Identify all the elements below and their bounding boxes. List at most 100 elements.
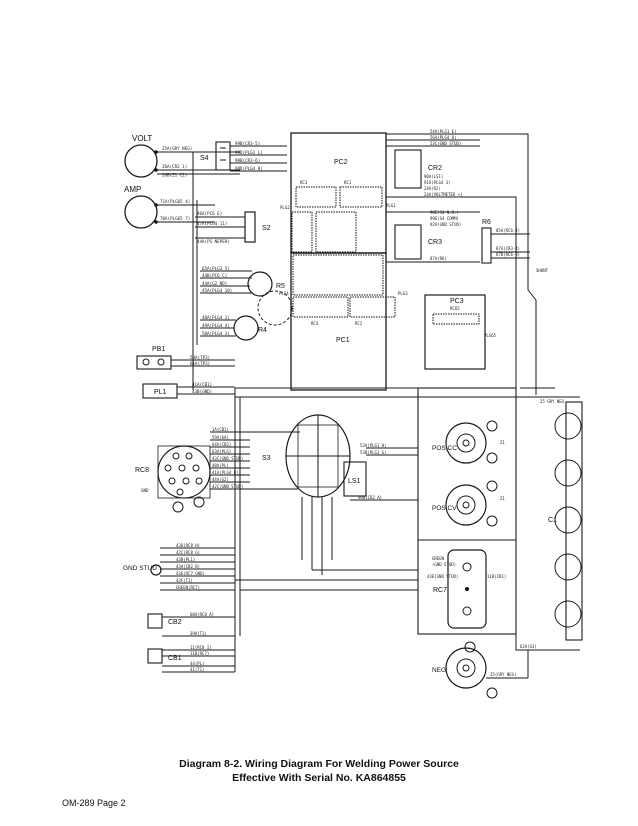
pc2-board: PC2 RC3 RC1 PLG2 PLG1 bbox=[280, 132, 396, 254]
wire-label: 46A(PC6 E) bbox=[197, 211, 222, 216]
r4-label: R4 bbox=[258, 327, 267, 334]
wire-label: 42C(RC8 G) bbox=[176, 550, 200, 555]
wire-label: 49A(PLG4 4) bbox=[202, 323, 230, 328]
wire-label: 62A(G3) bbox=[520, 644, 537, 649]
wire-label: 50A(PLG4 3) bbox=[202, 331, 230, 336]
socket-label: RC2 bbox=[355, 321, 363, 326]
plug-label: PLG3 bbox=[398, 291, 408, 296]
caption-line-2: Effective With Serial No. KA864855 bbox=[232, 772, 406, 784]
r5-resistor: R5 65A(PLG3 5) 44B(PC6 C) 44A(G2 NO) 45A… bbox=[200, 266, 285, 297]
wire-label: 99B(CR3-5) bbox=[235, 141, 260, 146]
pos-cc-terminal: POS CC Z1 bbox=[432, 420, 505, 464]
wire-label: 1A(CB1) bbox=[212, 427, 229, 432]
pb1-pushbutton: PB1 58A(TP3) 61A(TP3) bbox=[136, 346, 235, 370]
wire-label: 58A(TP3) bbox=[190, 355, 210, 360]
wire-label: 47A(PLG4 11) bbox=[197, 221, 227, 226]
pos-cv-label: POS CV bbox=[432, 505, 457, 512]
neg-terminal: NEG 25(GRY NEG) bbox=[432, 634, 529, 699]
plug-label: PLG4 bbox=[279, 291, 289, 296]
wire-label: 11(RC8 I) bbox=[190, 645, 212, 650]
ls1-label: LS1 bbox=[348, 478, 361, 485]
s2-label: S2 bbox=[262, 225, 271, 232]
wire-label: 25 GRY NEG bbox=[540, 399, 565, 404]
wire-label: 71A(PLG65 4) bbox=[160, 199, 190, 204]
wire-label: 44B(PC6 C) bbox=[202, 273, 227, 278]
wire-label: 99D(PLG1 L) bbox=[235, 150, 263, 155]
wire-label: 98B(CR3-6) bbox=[235, 158, 260, 163]
wire-label: 25A(GRY NEG) bbox=[162, 146, 192, 151]
rc8-label: RC8 bbox=[135, 467, 149, 474]
wire-label: 54A(PLG1 E) bbox=[430, 129, 457, 134]
rc7-label: RC7 bbox=[433, 587, 447, 594]
diagram-caption: Diagram 8-2. Wiring Diagram For Welding … bbox=[0, 757, 638, 785]
wire-label: 87B(RC6-D) bbox=[496, 252, 520, 257]
wire-label: 43B(GND) bbox=[192, 389, 212, 394]
wire-label: 70A(PLG65 7) bbox=[160, 216, 190, 221]
caption-line-1: Diagram 8-2. Wiring Diagram For Welding … bbox=[179, 758, 459, 770]
wire-label: 48A(PL) bbox=[212, 463, 229, 468]
z-label: Z1 bbox=[500, 496, 505, 501]
wire-label: 43A(CB2 B) bbox=[176, 564, 200, 569]
amp-meter: AMP 71A(PLG65 4) 70A(PLG65 7) bbox=[124, 185, 215, 229]
pc1-board: PC1 RC4 RC2 PLG4 PLG3 bbox=[279, 252, 408, 391]
s3-switch: S3 bbox=[250, 414, 351, 498]
r5-label: R5 bbox=[276, 283, 285, 290]
shunt-label: SHUNT bbox=[536, 268, 549, 273]
rc8-connector: RC8 GND 1A(CB1) 59A(6A) 64A(CB2) 63A(PLG… bbox=[135, 427, 250, 513]
cb2-breaker: CB2 60A(RC8 A) 39A(T1) bbox=[147, 612, 235, 637]
r6-resistor: R6 85A(RC6-J) 87A(CR3-4) 87B(RC6-D) SHUN… bbox=[481, 219, 549, 273]
cr2-relay: CR2 54A(PLG1 E) 56A(PLG4 8) 53C(GND STUD… bbox=[386, 129, 480, 198]
gnd-stud-label: GND STUD bbox=[123, 565, 157, 572]
z-label: Z1 bbox=[500, 440, 505, 445]
s3-label: S3 bbox=[262, 455, 271, 462]
plug-label: PLG1 bbox=[386, 203, 396, 208]
wire-label: 26B(Z1 C2) bbox=[162, 173, 187, 178]
wire-label: 90A(LS1) bbox=[424, 174, 443, 179]
wire-label: 43B(PL1) bbox=[176, 557, 195, 562]
s4-label: S4 bbox=[200, 155, 209, 162]
pc3-board: PC3 RC65 PLG65 bbox=[424, 294, 497, 370]
wire-label: (GND STUD) bbox=[432, 562, 456, 567]
wire-label: 41(T1) bbox=[190, 667, 204, 672]
wire-label: 24A(VOLTMETER +) bbox=[424, 192, 463, 197]
wire-label: 25(GRY NEG) bbox=[490, 672, 517, 677]
pb1-label: PB1 bbox=[152, 346, 165, 353]
r4-resistor: R4 48A(PLG4 1) 49A(PLG4 4) 50A(PLG4 3) bbox=[200, 315, 267, 341]
wire-label: 43F(T1) bbox=[176, 578, 193, 583]
wire-label: 44A(PS NEPER) bbox=[197, 239, 230, 244]
pos-cc-label: POS CC bbox=[432, 445, 457, 452]
r6-label: R6 bbox=[482, 219, 491, 226]
c1-capacitor-bank: C1 62A(G3) bbox=[516, 396, 583, 651]
wire-label: 11B(CB1) bbox=[487, 574, 506, 579]
wire-label: 64A(CB2) bbox=[212, 442, 231, 447]
cb1-label: CB1 bbox=[168, 655, 182, 662]
wire-label: 91A(PLG4 3) bbox=[424, 180, 451, 185]
wire-label: 11B(RC7) bbox=[190, 651, 209, 656]
plug-label: PLG2 bbox=[280, 205, 290, 210]
wire-label: 53A(PLG1 H) bbox=[360, 443, 387, 448]
c1-label: C1 bbox=[548, 517, 557, 524]
wire-label: 43D(RC8 H) bbox=[176, 543, 200, 548]
wire-label: 44A(G2 NO) bbox=[202, 281, 227, 286]
plug-label: PLG65 bbox=[484, 333, 497, 338]
wire-label: 24A(R2) bbox=[424, 186, 441, 191]
wire-label: 60A(RC8 A) bbox=[190, 612, 214, 617]
wire-label: 43C(GND STUD) bbox=[212, 456, 243, 461]
wire-label: 43E(RC7 GND) bbox=[176, 571, 205, 576]
cr3-relay: CR3 98E(S4 N.O.) 99E(S4 COMM) 92A(GND ST… bbox=[386, 210, 480, 263]
socket-label: RC3 bbox=[300, 180, 308, 185]
wire-label: 87A(CR3-4) bbox=[496, 246, 520, 251]
volt-label: VOLT bbox=[132, 134, 152, 143]
wire-label: 44A(G2) bbox=[212, 477, 229, 482]
page-footer: OM-289 Page 2 bbox=[62, 798, 126, 808]
wire-label: 39A(T1) bbox=[190, 631, 207, 636]
pl1-pilot-light: PL1 41A(CB1) 43B(GND) bbox=[142, 382, 235, 399]
cb1-breaker: CB1 11(RC8 I) 11B(RC7) 44(PL) 41(T1) bbox=[147, 645, 235, 673]
ls1-switch: LS1 53A(PLG1 H) 53B(PLG1 G) 90B(CR2 A) bbox=[343, 443, 418, 501]
wire-label: 87A(R6) bbox=[430, 256, 447, 261]
wire-label: 59A(6A) bbox=[212, 435, 229, 440]
wire-label: 41A(CB1) bbox=[192, 382, 212, 387]
neg-label: NEG bbox=[432, 667, 446, 674]
cb2-label: CB2 bbox=[168, 619, 182, 626]
